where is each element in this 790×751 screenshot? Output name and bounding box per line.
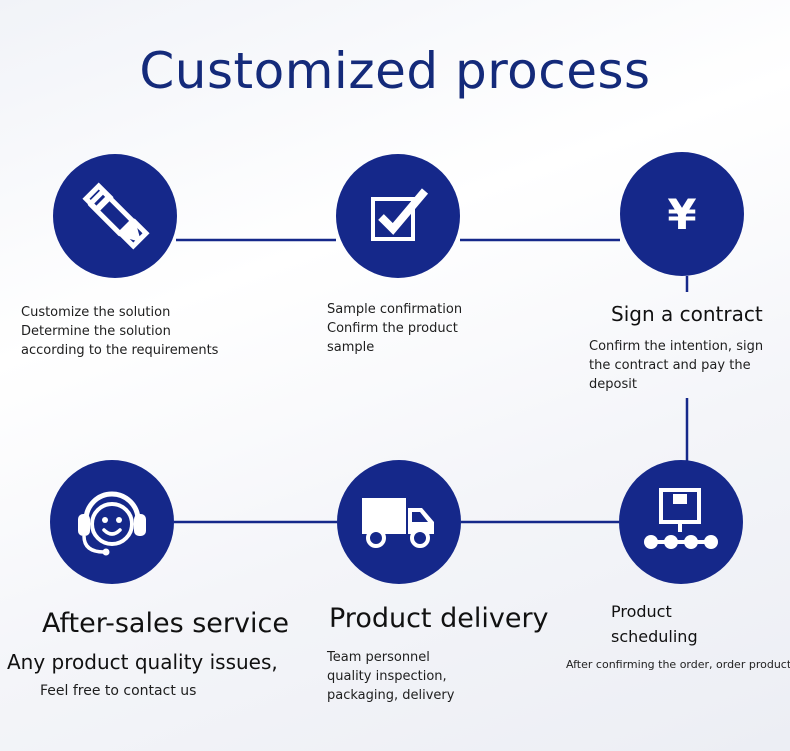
step-scheduling-note: After confirming the order, order produc…	[566, 658, 790, 671]
step-sample-circle	[336, 154, 460, 278]
delivery-truck-icon	[362, 498, 434, 548]
step-scheduling-heading-line: Product	[611, 602, 672, 621]
yen-icon: ¥	[667, 189, 697, 239]
step-delivery-line: quality inspection,	[327, 669, 447, 684]
step-aftersales-circle	[50, 460, 174, 584]
step-sample-line: Confirm the product	[327, 321, 458, 336]
step-aftersales-subheading: Any product quality issues,	[7, 650, 278, 674]
step-delivery-circle	[337, 460, 461, 584]
step-customize-line: Determine the solution	[21, 324, 171, 339]
step-contract-circle: ¥	[620, 152, 744, 276]
box-conveyor-icon	[644, 488, 718, 549]
pencil-ruler-icon	[82, 182, 150, 250]
step-delivery-heading: Product delivery	[329, 603, 549, 634]
step-contract-text: Confirm the intention, sign the contract…	[589, 337, 763, 394]
page-title: Customized process	[139, 42, 651, 100]
step-aftersales-note: Feel free to contact us	[40, 683, 197, 699]
step-contract-line: the contract and pay the	[589, 358, 751, 373]
step-scheduling-heading-line: scheduling	[611, 627, 698, 646]
step-sample-line: sample	[327, 340, 375, 355]
step-sample-line: Sample confirmation	[327, 302, 463, 317]
step-delivery-line: Team personnel	[327, 650, 430, 665]
step-customize-circle	[53, 154, 177, 278]
step-delivery-text: Team personnel quality inspection, packa…	[327, 648, 454, 705]
step-scheduling-circle	[619, 460, 743, 584]
checkbox-icon	[371, 188, 429, 241]
customer-service-headset-icon	[78, 491, 146, 556]
step-delivery-line: packaging, delivery	[327, 688, 455, 703]
step-customize-line: according to the requirements	[21, 343, 219, 358]
step-customize-line: Customize the solution	[21, 305, 171, 320]
step-scheduling-heading: Product scheduling	[611, 599, 698, 649]
step-sample-text: Sample confirmation Confirm the product …	[327, 300, 462, 357]
step-contract-line: Confirm the intention, sign	[589, 339, 764, 354]
step-contract-line: deposit	[589, 377, 637, 392]
step-aftersales-heading: After-sales service	[42, 608, 289, 639]
step-customize-text: Customize the solution Determine the sol…	[21, 303, 218, 360]
step-contract-heading: Sign a contract	[611, 302, 763, 326]
